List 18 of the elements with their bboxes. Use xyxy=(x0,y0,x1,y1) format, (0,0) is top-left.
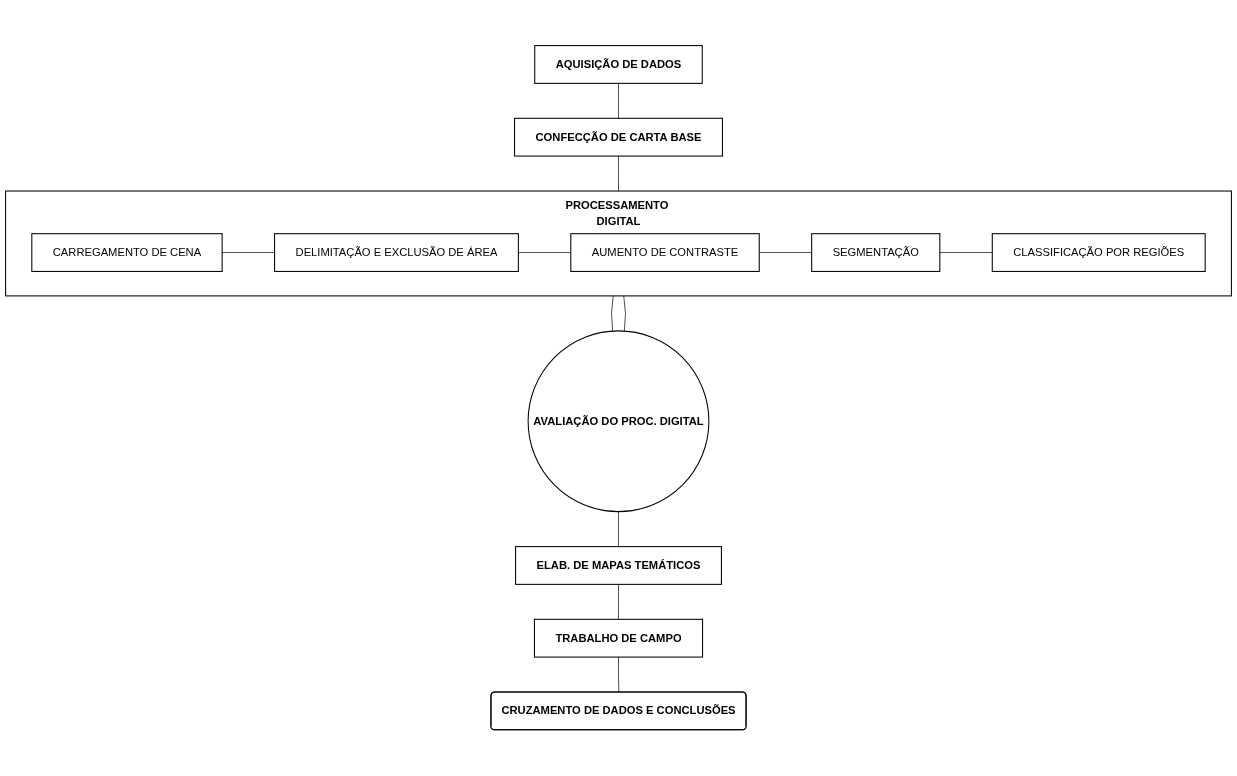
node-box: CONFECÇÃO DE CARTA BASE xyxy=(514,118,723,157)
connector xyxy=(611,295,614,332)
connector xyxy=(618,657,620,694)
node-box: AQUISIÇÃO DE DADOS xyxy=(534,45,703,85)
connector xyxy=(618,83,619,119)
node-circle: AVALIAÇÃO DO PROC. DIGITAL xyxy=(527,330,710,513)
connector xyxy=(618,156,619,192)
connector xyxy=(618,511,619,548)
node-box: ELAB. DE MAPAS TEMÁTICOS xyxy=(515,546,722,586)
node-box: CARREGAMENTO DE CENA xyxy=(31,233,223,273)
node-box: DELIMITAÇÃO E EXCLUSÃO DE ÁREA xyxy=(274,233,519,273)
connector xyxy=(618,584,619,620)
connector xyxy=(939,252,993,254)
connector xyxy=(623,295,626,332)
node-box: CLASSIFICAÇÃO POR REGIÕES xyxy=(991,233,1206,273)
node-box: SEGMENTAÇÃO xyxy=(811,233,941,273)
node-box: AUMENTO DE CONTRASTE xyxy=(570,233,760,273)
node-box: TRABALHO DE CAMPO xyxy=(533,619,704,658)
